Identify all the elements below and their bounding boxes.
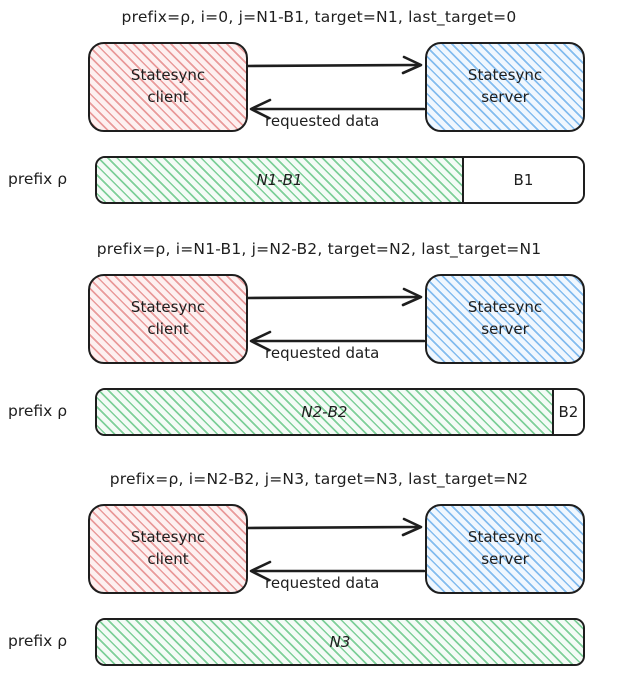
client-server-diagram-2: Statesync client Statesync server reques…: [0, 262, 638, 382]
client-label-line-1: Statesync: [130, 66, 206, 85]
statesync-server-node-1[interactable]: Statesync server: [425, 42, 585, 132]
arrow-group-2: [245, 287, 426, 352]
round-caption-2: prefix=ρ, i=N1-B1, j=N2-B2, target=N2, l…: [96, 240, 542, 258]
bar-segment-label: B2: [558, 403, 579, 421]
server-label-line-1: Statesync: [467, 66, 543, 85]
bar-segment-n3[interactable]: N3: [97, 620, 583, 664]
client-label-line-2: client: [147, 320, 189, 338]
client-label-line-1: Statesync: [130, 528, 206, 547]
server-label-line-2: server: [481, 550, 529, 568]
server-label-line-1: Statesync: [467, 528, 543, 547]
prefix-label-3: prefix ρ: [8, 632, 68, 650]
client-label-line-2: client: [147, 88, 189, 106]
prefix-bar-row-2: prefix ρ N2-B2 B2: [0, 388, 638, 444]
prefix-bar-row-1: prefix ρ N1-B1 B1: [0, 156, 638, 212]
client-label-line-2: client: [147, 550, 189, 568]
server-label-line-1: Statesync: [467, 298, 543, 317]
statesync-client-node-2[interactable]: Statesync client: [88, 274, 248, 364]
requested-data-label-2: requested data: [265, 344, 380, 362]
round-caption-1: prefix=ρ, i=0, j=N1-B1, target=N1, last_…: [121, 8, 517, 26]
requested-data-label-3: requested data: [265, 574, 380, 592]
client-server-diagram-3: Statesync client Statesync server reques…: [0, 492, 638, 612]
prefix-bar-1: N1-B1 B1: [95, 156, 585, 204]
prefix-label-1: prefix ρ: [8, 170, 68, 188]
bar-segment-label: B1: [513, 171, 534, 189]
bar-segment-label: N1-B1: [256, 171, 303, 189]
statesync-client-node-1[interactable]: Statesync client: [88, 42, 248, 132]
server-label-line-2: server: [481, 88, 529, 106]
client-label-line-1: Statesync: [130, 298, 206, 317]
bar-segment-label: N2-B2: [301, 403, 348, 421]
bar-segment-label: N3: [329, 633, 351, 651]
bar-segment-b1[interactable]: B1: [463, 158, 583, 202]
bar-segment-n1-b1[interactable]: N1-B1: [97, 158, 464, 202]
server-label-line-2: server: [481, 320, 529, 338]
statesync-server-node-2[interactable]: Statesync server: [425, 274, 585, 364]
arrow-group-1: [245, 55, 426, 120]
prefix-bar-2: N2-B2 B2: [95, 388, 585, 436]
requested-data-label-1: requested data: [265, 112, 380, 130]
prefix-label-2: prefix ρ: [8, 402, 68, 420]
round-caption-3: prefix=ρ, i=N2-B2, j=N3, target=N3, last…: [109, 470, 529, 488]
bar-segment-b2[interactable]: B2: [553, 390, 583, 434]
prefix-bar-row-3: prefix ρ N3: [0, 618, 638, 674]
client-server-diagram-1: Statesync client Statesync server reques…: [0, 30, 638, 150]
arrow-group-3: [245, 517, 426, 582]
statesync-client-node-3[interactable]: Statesync client: [88, 504, 248, 594]
statesync-server-node-3[interactable]: Statesync server: [425, 504, 585, 594]
bar-segment-n2-b2[interactable]: N2-B2: [97, 390, 554, 434]
prefix-bar-3: N3: [95, 618, 585, 666]
